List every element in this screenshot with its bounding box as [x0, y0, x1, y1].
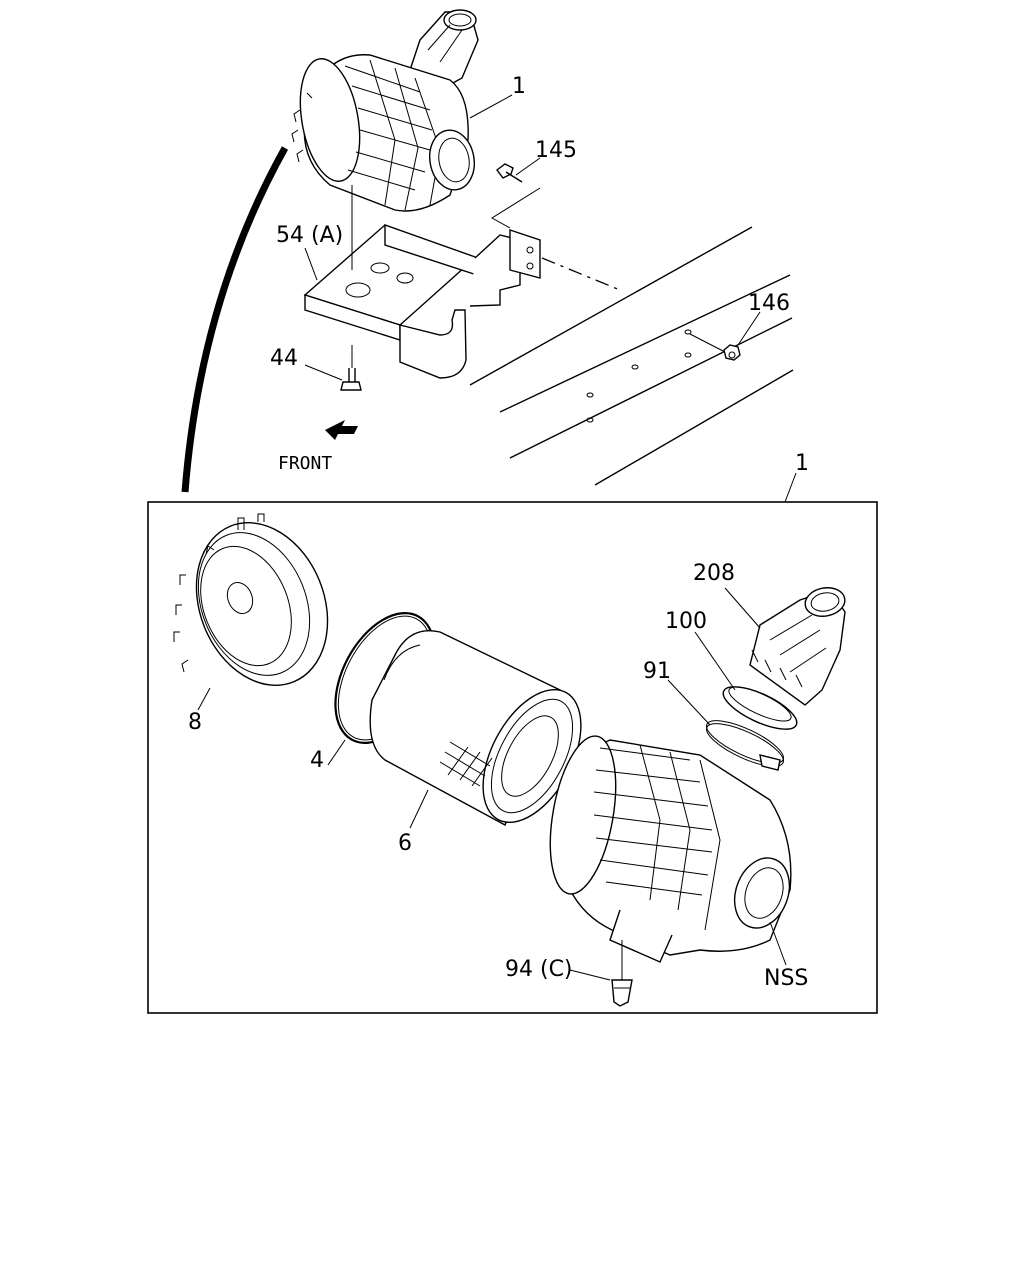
callout-8: 8 [188, 710, 202, 735]
bolt-44-icon [340, 368, 362, 391]
callout-44: 44 [270, 346, 298, 371]
callout-208: 208 [693, 561, 735, 586]
filter-element-6 [369, 630, 582, 826]
bracket-54a [303, 224, 541, 379]
air-cleaner-body [549, 735, 792, 963]
callout-145: 145 [535, 138, 577, 163]
callout-6: 6 [398, 831, 412, 856]
callout-54a: 54 (A) [276, 223, 343, 248]
nut-146-icon [723, 344, 741, 361]
bolt-145-icon [496, 163, 523, 183]
callout-nss: NSS [764, 966, 808, 991]
callout-1-exploded: 1 [795, 451, 809, 476]
callout-94c: 94 (C) [505, 957, 573, 982]
ring-100 [722, 686, 798, 730]
callout-4: 4 [310, 748, 324, 773]
callout-146: 146 [748, 291, 790, 316]
front-label: FRONT [278, 453, 332, 474]
valve-94c-icon [611, 979, 633, 1007]
front-arrow-icon [325, 420, 358, 440]
frame-rail [469, 226, 794, 486]
callout-91: 91 [643, 659, 671, 684]
callout-1-top: 1 [512, 74, 526, 99]
air-cleaner-assembly-installed [291, 9, 479, 212]
intake-duct-208 [749, 587, 846, 706]
cover-8 [173, 513, 329, 686]
callout-100: 100 [665, 609, 707, 634]
exploded-view-frame [147, 501, 878, 1014]
clamp-91 [706, 720, 784, 771]
